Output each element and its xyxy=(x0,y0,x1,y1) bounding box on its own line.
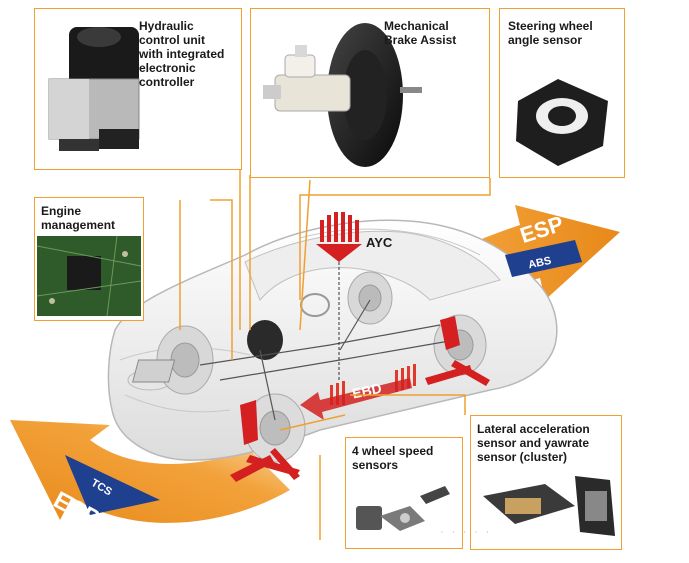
engine-management-callout: Engine management xyxy=(34,197,144,321)
brake-assist-label: Mechanical Brake Assist xyxy=(384,19,457,47)
lateral-sensor-callout: Lateral acceleration sensor and yawrate … xyxy=(470,415,622,550)
wheel-speed-sensor-image xyxy=(356,486,450,531)
ebd-arrow xyxy=(300,364,416,420)
lateral-sensor-image xyxy=(483,476,615,536)
steering-sensor-label: Steering wheel angle sensor xyxy=(508,19,593,47)
watermark: · · · · · xyxy=(440,524,492,538)
engine-chip-image xyxy=(37,236,141,316)
steering-sensor-callout: Steering wheel angle sensor xyxy=(499,8,625,178)
tcs-tag xyxy=(65,455,160,515)
leader-lines xyxy=(179,170,491,540)
brake-booster-image xyxy=(263,23,422,167)
ayc-label: AYC xyxy=(366,235,393,250)
brake-assist-callout: Mechanical Brake Assist xyxy=(250,8,490,178)
abs-tag xyxy=(505,240,582,277)
ebd-label: EBD xyxy=(351,380,383,402)
car-illustration xyxy=(107,219,558,463)
abs-label: ABS xyxy=(527,255,552,272)
steering-sensor-image xyxy=(516,79,608,166)
esp-bottom-arrow xyxy=(10,420,290,523)
wheel-force-marks xyxy=(230,316,490,482)
hydraulic-unit-image xyxy=(48,27,140,151)
ayc-marker xyxy=(316,212,362,380)
hydraulic-unit-callout: Hydraulic control unit with integrated e… xyxy=(34,8,242,170)
wheel-speed-callout: 4 wheel speed sensors xyxy=(345,437,463,549)
engine-management-label: Engine management xyxy=(41,204,116,232)
wheel-speed-label: 4 wheel speed sensors xyxy=(352,444,434,472)
hydraulic-unit-label: Hydraulic control unit with integrated e… xyxy=(139,19,225,89)
lateral-sensor-label: Lateral acceleration sensor and yawrate … xyxy=(477,422,590,464)
